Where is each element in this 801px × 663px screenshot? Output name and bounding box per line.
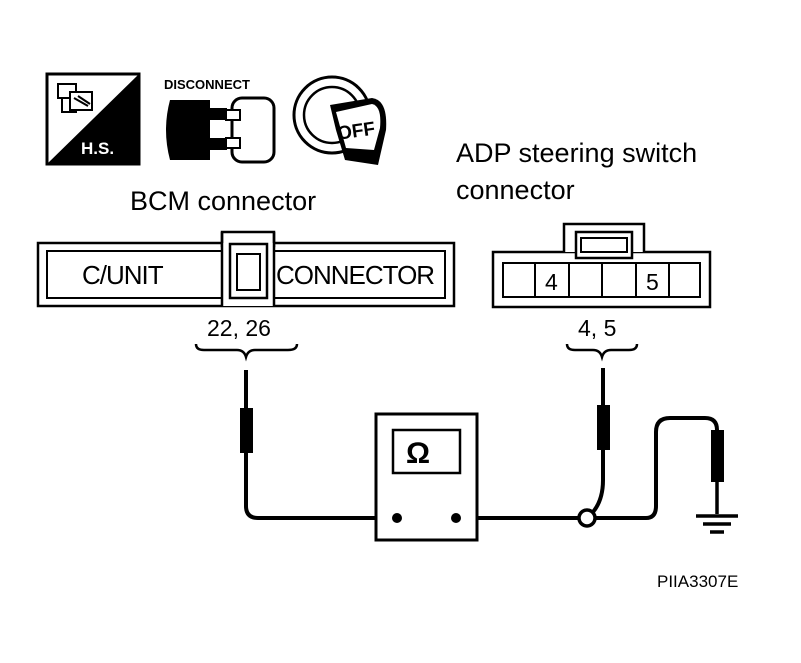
ignition-off-label: OFF: [336, 119, 377, 145]
bcm-connector-label: CONNECTOR: [276, 260, 434, 290]
bcm-side-probe: [240, 370, 253, 506]
meter-terminal-left: [392, 513, 402, 523]
ignition-off-icon: OFF: [292, 75, 387, 165]
ohmmeter: Ω: [374, 412, 479, 542]
ohm-symbol-icon: Ω: [406, 437, 430, 470]
bcm-terminal-numbers: 22, 26: [207, 315, 271, 341]
bcm-probe-lead: [244, 505, 397, 520]
ground-probe: [711, 430, 724, 514]
bcm-terminal-brace: [194, 343, 299, 362]
disconnect-icon: DISCONNECT: [164, 77, 276, 164]
adp-terminal-numbers: 4, 5: [578, 315, 616, 341]
harness-side-icon: H.S.: [45, 72, 141, 166]
ground-lead: [595, 416, 719, 520]
figure-id: PIIA3307E: [657, 572, 738, 591]
meter-terminal-right: [451, 513, 461, 523]
hs-label: H.S.: [81, 139, 114, 158]
bcm-connector-title: BCM connector: [130, 186, 316, 216]
adp-pin-5: 5: [646, 269, 659, 295]
adp-side-probe: [591, 368, 610, 514]
adp-connector-title-line1: ADP steering switch: [456, 138, 697, 168]
ground-symbol: [696, 514, 738, 534]
adp-connector-title-line2: connector: [456, 175, 575, 205]
adp-terminal-brace: [565, 343, 639, 362]
bcm-connector: C/UNIT CONNECTOR: [36, 230, 456, 308]
disconnect-label: DISCONNECT: [164, 77, 250, 92]
bcm-cunit-label: C/UNIT: [82, 260, 164, 290]
adp-steering-switch-connector: 4 5: [491, 222, 712, 309]
adp-pin-4: 4: [545, 269, 558, 295]
junction-point: [577, 508, 597, 528]
